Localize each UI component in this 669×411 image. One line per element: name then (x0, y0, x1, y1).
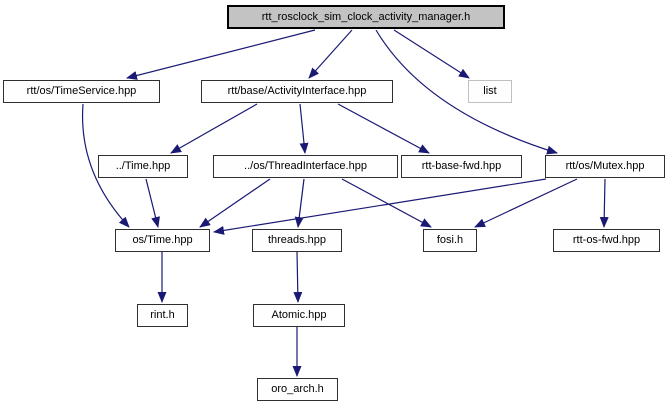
graph-node-atomic[interactable]: Atomic.hpp (253, 304, 345, 327)
edge-root-to-mutex (375, 29, 558, 155)
graph-node-activity[interactable]: rtt/base/ActivityInterface.hpp (201, 80, 393, 103)
graph-node-label: ../os/ThreadInterface.hpp (244, 160, 367, 172)
graph-node-label: rtt-os-fwd.hpp (572, 234, 641, 246)
graph-node-timeservice[interactable]: rtt/os/TimeService.hpp (3, 80, 160, 103)
edge-mutex-to-osfwd (599, 178, 609, 228)
graph-node-threadiface[interactable]: ../os/ThreadInterface.hpp (213, 155, 398, 178)
graph-node-label: os/Time.hpp (132, 234, 193, 246)
edge-threads-to-atomic (293, 251, 303, 303)
graph-node-oroarch[interactable]: oro_arch.h (257, 378, 338, 401)
graph-node-label: threads.hpp (267, 234, 327, 246)
edge-mutex-to-ostime (213, 178, 547, 235)
graph-node-label: rtt/os/Mutex.hpp (565, 160, 645, 172)
graph-node-label: rtt/os/TimeService.hpp (26, 85, 137, 97)
graph-node-label: rtt/base/ActivityInterface.hpp (227, 85, 367, 97)
graph-node-label: Atomic.hpp (271, 309, 327, 321)
graph-node-label: oro_arch.h (271, 383, 324, 395)
graph-node-label: list (483, 85, 497, 97)
graph-node-label: rtt-base-fwd.hpp (421, 160, 502, 172)
graph-node-rint[interactable]: rint.h (137, 304, 188, 327)
edge-activity-to-threadiface (299, 103, 309, 154)
graph-node-basefwd[interactable]: rtt-base-fwd.hpp (401, 155, 522, 178)
edge-root-to-list (393, 29, 470, 79)
edge-threadiface-to-threads (294, 178, 305, 228)
graph-node-list: list (468, 80, 512, 103)
graph-node-ostime[interactable]: os/Time.hpp (115, 229, 210, 252)
edge-activity-to-basefwd (337, 103, 430, 154)
edge-root-to-activity (308, 29, 353, 79)
edge-threadiface-to-fosi (341, 178, 432, 228)
edge-time-to-ostime (145, 178, 160, 228)
graph-node-threads[interactable]: threads.hpp (252, 229, 342, 252)
graph-node-label: ../Time.hpp (115, 160, 171, 172)
graph-node-root: rtt_rosclock_sim_clock_activity_manager.… (227, 5, 505, 29)
edge-root-to-timeservice (126, 29, 316, 80)
graph-node-time[interactable]: ../Time.hpp (98, 155, 188, 178)
edge-mutex-to-fosi (474, 178, 578, 228)
graph-node-osfwd[interactable]: rtt-os-fwd.hpp (553, 229, 660, 252)
edge-threadiface-to-ostime (199, 178, 271, 228)
graph-node-label: rtt_rosclock_sim_clock_activity_manager.… (261, 10, 471, 23)
graph-node-mutex[interactable]: rtt/os/Mutex.hpp (545, 155, 665, 178)
graph-node-fosi[interactable]: fosi.h (423, 229, 477, 252)
edge-activity-to-time (170, 103, 258, 154)
graph-node-label: rint.h (150, 309, 175, 321)
graph-node-label: fosi.h (436, 234, 464, 246)
